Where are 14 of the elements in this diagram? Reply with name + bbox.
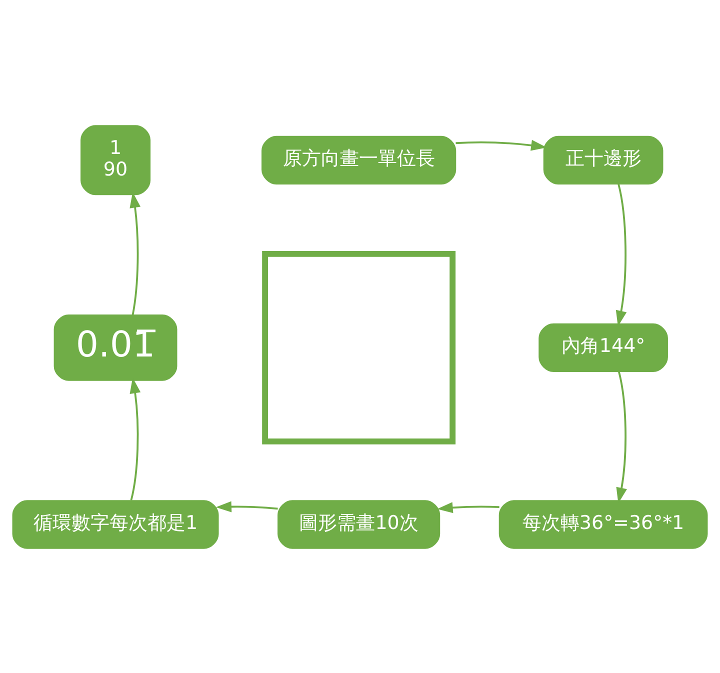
node-box: 正十邊形 xyxy=(543,135,664,184)
node-box xyxy=(262,250,456,444)
arrow xyxy=(616,183,627,326)
arrow xyxy=(437,502,500,513)
node-box: 循環數字每次都是1 xyxy=(12,500,219,548)
arrow xyxy=(456,139,547,150)
node-box: 0.01̅ xyxy=(54,314,178,380)
node-box: 1 90 xyxy=(80,124,151,195)
node-box: 原方向畫一單位長 xyxy=(262,135,456,184)
arrow xyxy=(616,370,627,503)
node-box: 每次轉36°=36°*1 xyxy=(498,500,708,548)
arrow xyxy=(216,500,278,512)
node-box: 內角144° xyxy=(538,322,668,372)
node-box: 圖形需畫10次 xyxy=(278,500,440,548)
